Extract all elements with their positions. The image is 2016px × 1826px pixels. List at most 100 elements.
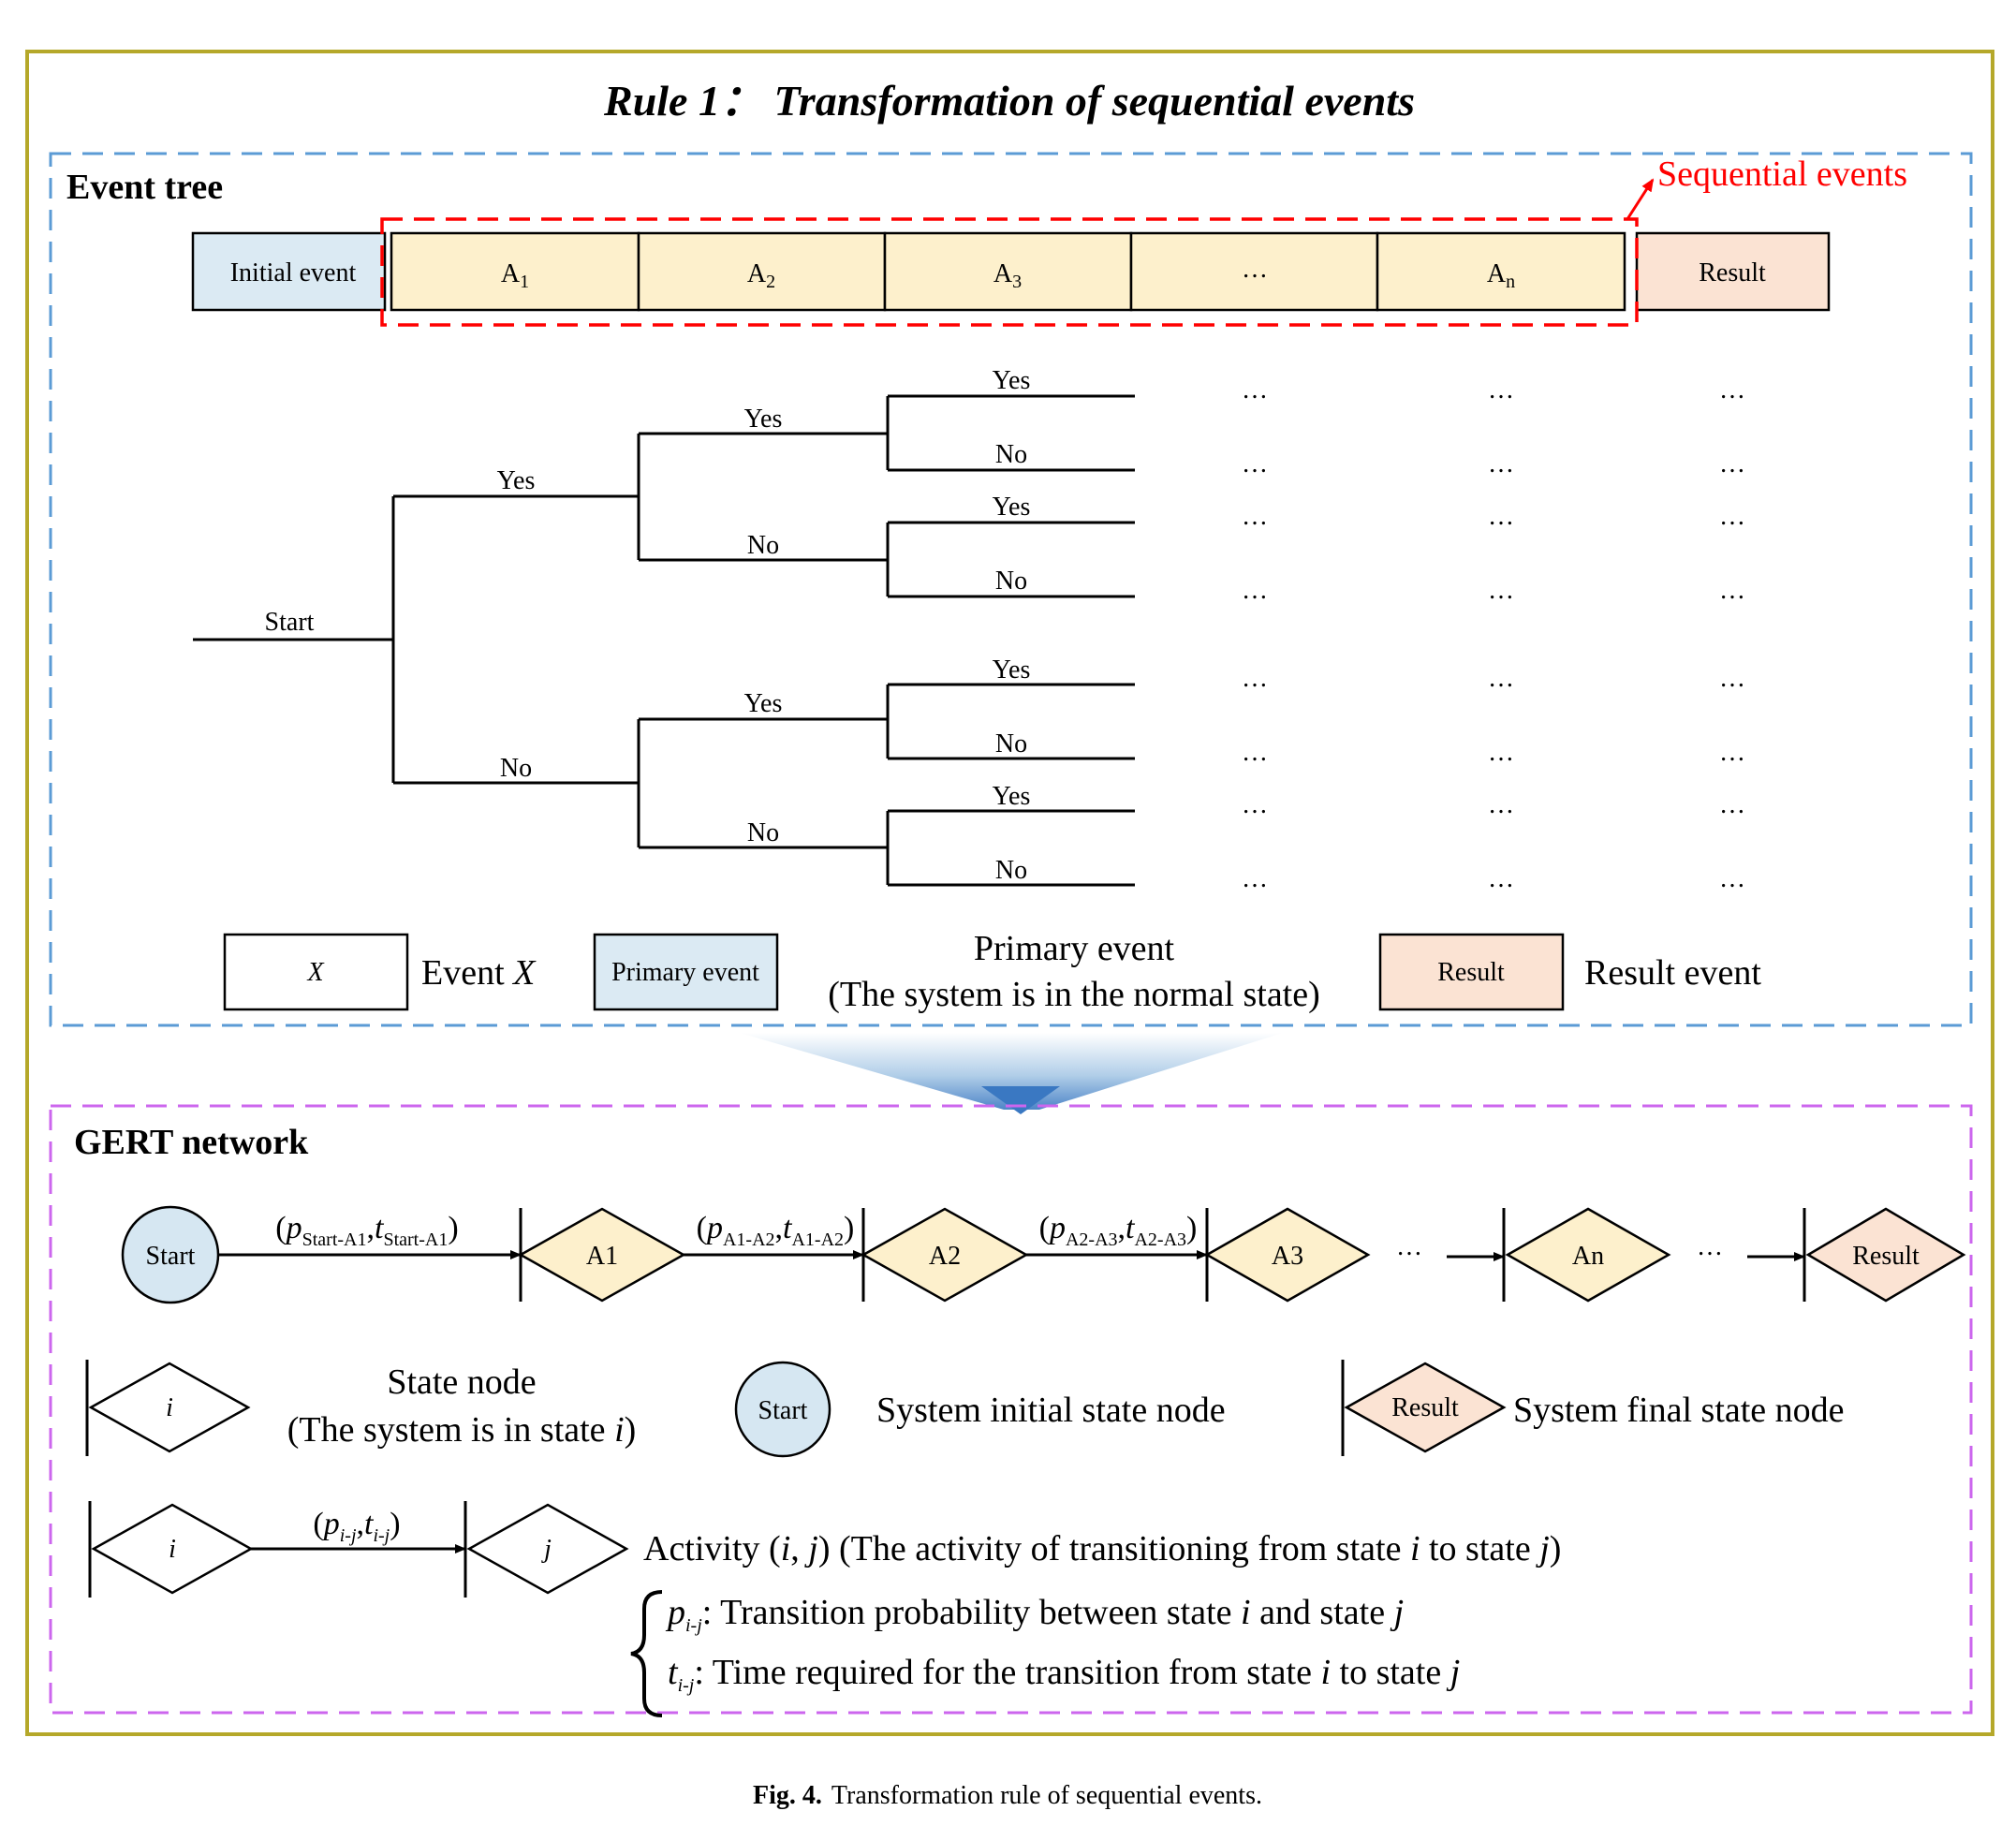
continuation-dots-mark: … bbox=[1242, 376, 1268, 405]
header-ellipsis-label: … bbox=[1242, 255, 1268, 284]
tree-no-label: No bbox=[500, 754, 532, 783]
tree-no-label: No bbox=[747, 531, 779, 560]
header-a1-label: A1 bbox=[501, 259, 529, 292]
continuation-dots-mark: … bbox=[1242, 664, 1268, 693]
gert-an-label: An bbox=[1572, 1242, 1604, 1271]
continuation-dots-mark: … bbox=[1488, 664, 1514, 693]
continuation-dots-mark: … bbox=[1719, 502, 1745, 531]
legend-state-line2: (The system is in state i) bbox=[287, 1410, 637, 1450]
legend-activity-node-j bbox=[466, 1503, 629, 1595]
legend-event-box bbox=[223, 933, 409, 1011]
legend-result-node-label: Result bbox=[1391, 1393, 1459, 1422]
continuation-dots-mark: … bbox=[1488, 576, 1514, 605]
figure-caption: Fig. 4.Transformation rule of sequential… bbox=[753, 1781, 1262, 1810]
tree-yes-label: Yes bbox=[993, 366, 1031, 395]
tree-yes-label: Yes bbox=[993, 782, 1031, 811]
header-initial-label: Initial event bbox=[230, 258, 357, 287]
outer-frame bbox=[25, 50, 1994, 1736]
event-tree-header: Initial event A1 A2 A3 … An Result bbox=[191, 231, 1831, 312]
continuation-dots-mark: … bbox=[1242, 864, 1268, 893]
tree-yes-label: Yes bbox=[497, 466, 536, 495]
tree-no-label: No bbox=[995, 729, 1027, 758]
tree-yes-label: Yes bbox=[744, 405, 783, 434]
header-a1-cell bbox=[390, 231, 640, 312]
header-a2-label: A2 bbox=[747, 259, 775, 292]
gert-result-label: Result bbox=[1852, 1242, 1920, 1271]
continuation-dots-mark: … bbox=[1719, 664, 1745, 693]
gert-an-node bbox=[1505, 1207, 1671, 1303]
legend-activity-i-label: i bbox=[169, 1535, 176, 1564]
tree-start-label: Start bbox=[265, 608, 315, 637]
event-tree-panel bbox=[49, 152, 1973, 1027]
legend-activity-j-label: j bbox=[541, 1535, 552, 1564]
header-result-cell bbox=[1635, 231, 1831, 312]
legend-primary-line1: Primary event bbox=[974, 929, 1175, 968]
header-a2-cell bbox=[637, 231, 887, 312]
legend-event-box-label: X bbox=[306, 958, 324, 987]
legend-result-box bbox=[1378, 933, 1565, 1011]
continuation-dots-mark: … bbox=[1488, 502, 1514, 531]
legend-result-box-label: Result bbox=[1437, 958, 1505, 987]
sequential-events-pointer bbox=[1626, 178, 1655, 220]
tree-yes-label: Yes bbox=[993, 493, 1031, 522]
legend-result-node bbox=[1344, 1362, 1507, 1453]
figure-title: Rule 1： Transformation of sequential eve… bbox=[603, 77, 1415, 125]
header-result-label: Result bbox=[1699, 258, 1766, 287]
legend-result-text: System final state node bbox=[1513, 1391, 1845, 1430]
sequential-events-label: Sequential events bbox=[1657, 155, 1907, 194]
gert-network: Start (pStart-A1,tStart-A1) A1 (pA1-A2,t… bbox=[121, 1205, 1966, 1304]
continuation-dots: ……………………………………………………………… bbox=[1242, 376, 1745, 893]
continuation-dots-mark: … bbox=[1719, 864, 1745, 893]
legend-activity-text: Activity (i, j) (The activity of transit… bbox=[643, 1529, 1561, 1568]
legend-primary-box-label: Primary event bbox=[611, 958, 759, 987]
gert-a1-label: A1 bbox=[586, 1242, 618, 1271]
gert-result-node bbox=[1805, 1207, 1966, 1303]
continuation-dots-mark: … bbox=[1488, 864, 1514, 893]
event-tree-label: Event tree bbox=[66, 168, 223, 207]
transition-arrow-head bbox=[981, 1086, 1060, 1114]
continuation-dots-mark: … bbox=[1242, 502, 1268, 531]
tree-no-label: No bbox=[995, 440, 1027, 469]
continuation-dots-mark: … bbox=[1242, 790, 1268, 819]
header-an-cell bbox=[1376, 231, 1626, 312]
continuation-dots-mark: … bbox=[1488, 790, 1514, 819]
legend-probability-text: pi-j: Transition probability between sta… bbox=[665, 1593, 1404, 1636]
gert-a3-node bbox=[1204, 1207, 1371, 1303]
continuation-dots-mark: … bbox=[1488, 376, 1514, 405]
gert-ellipsis: … bbox=[1396, 1232, 1422, 1261]
gert-a3-label: A3 bbox=[1272, 1242, 1303, 1271]
gert-label: GERT network bbox=[74, 1123, 309, 1162]
header-an-label: An bbox=[1487, 259, 1515, 292]
gert-edge-a1-a2-label: (pA1-A2,tA1-A2) bbox=[697, 1211, 855, 1250]
sequential-events-box bbox=[380, 217, 1639, 327]
continuation-dots-mark: … bbox=[1719, 790, 1745, 819]
continuation-dots-mark: … bbox=[1719, 449, 1745, 479]
legend-brace bbox=[630, 1590, 663, 1717]
legend-start-node-label: Start bbox=[758, 1396, 808, 1425]
legend-start-node bbox=[734, 1361, 831, 1458]
gert-edge-start-a1-label: (pStart-A1,tStart-A1) bbox=[275, 1211, 458, 1250]
event-tree-branches bbox=[193, 394, 1135, 887]
header-a3-label: A3 bbox=[993, 259, 1022, 292]
legend-primary-line2: (The system is in the normal state) bbox=[828, 975, 1320, 1014]
gert-panel bbox=[49, 1104, 1973, 1715]
transition-arrow bbox=[740, 1033, 1283, 1110]
legend-time-text: ti-j: Time required for the transition f… bbox=[668, 1653, 1460, 1696]
gert-a2-label: A2 bbox=[929, 1242, 961, 1271]
continuation-dots-mark: … bbox=[1488, 738, 1514, 767]
continuation-dots-mark: … bbox=[1242, 449, 1268, 479]
legend-start-text: System initial state node bbox=[876, 1391, 1226, 1430]
legend-state-node bbox=[88, 1362, 251, 1453]
tree-no-label: No bbox=[995, 856, 1027, 885]
header-a3-cell bbox=[883, 231, 1133, 312]
gert-ellipsis: … bbox=[1697, 1232, 1723, 1261]
tree-yes-label: Yes bbox=[993, 655, 1031, 685]
continuation-dots-mark: … bbox=[1719, 376, 1745, 405]
continuation-dots-mark: … bbox=[1242, 576, 1268, 605]
continuation-dots-mark: … bbox=[1242, 738, 1268, 767]
legend-result-text: Result event bbox=[1584, 953, 1761, 993]
header-initial-cell bbox=[191, 231, 387, 312]
legend-activity-edge-label: (pi-j,ti-j) bbox=[313, 1507, 400, 1546]
gert-start-label: Start bbox=[146, 1242, 196, 1271]
